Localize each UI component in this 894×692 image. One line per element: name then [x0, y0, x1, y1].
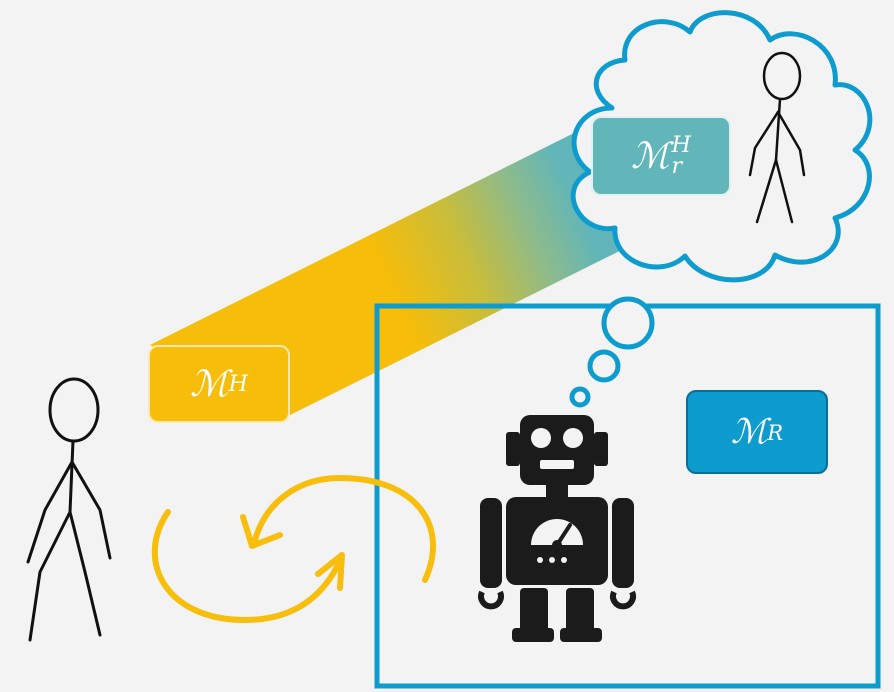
robot-gauge-icon	[531, 519, 583, 563]
robot-model-of-human-scripts: H r	[671, 131, 691, 179]
thought-bubble-small	[569, 386, 591, 408]
robot-model-of-human-label: ℳ H r	[591, 116, 731, 196]
robot-model-of-human-sub: r	[671, 153, 683, 179]
robot-model-base: ℳ	[730, 412, 768, 452]
human-model-base: ℳ	[190, 363, 229, 405]
robot-model-of-human-sup: H	[671, 131, 691, 158]
human-model-sup: H	[228, 371, 248, 397]
human-stick-figure-icon	[26, 377, 112, 642]
robot-face	[531, 428, 583, 469]
thought-bubble-large	[601, 296, 655, 350]
robot-model-frame	[374, 303, 881, 689]
interaction-cycle-arrows-icon	[151, 475, 436, 623]
thought-bubble-medium	[587, 349, 621, 383]
robot-model-of-human-base: ℳ	[631, 135, 670, 177]
robot-model-sup: R	[767, 419, 784, 445]
thought-cloud-icon	[569, 10, 873, 408]
imagined-human-icon	[748, 51, 806, 224]
